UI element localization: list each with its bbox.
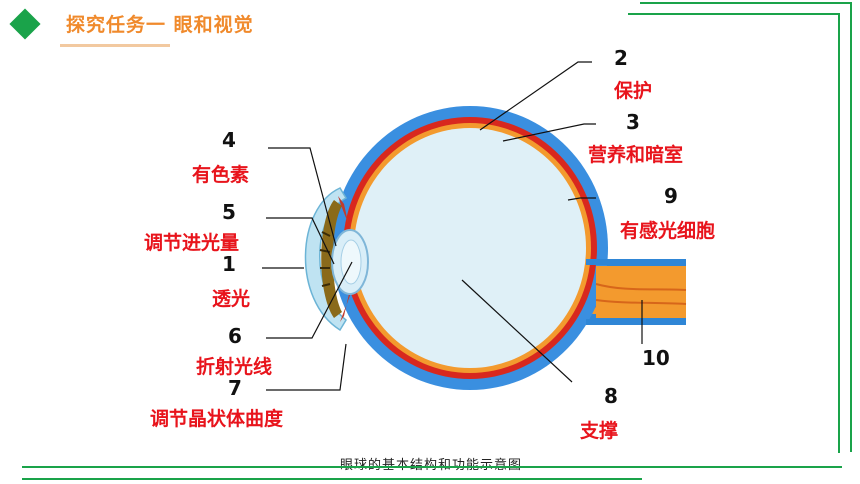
- leader-lines: [262, 61, 643, 391]
- callout-label: 折射光线: [196, 356, 273, 378]
- page-title: 探究任务一 眼和视觉: [66, 14, 254, 36]
- frame-line: [850, 2, 852, 452]
- callout-number: 10: [642, 346, 670, 370]
- callout-label: 支撑: [580, 420, 619, 442]
- callout-label: 有感光细胞: [620, 220, 716, 242]
- vitreous-body: [354, 128, 586, 368]
- optic-nerve-inner: [596, 266, 686, 318]
- callout-label: 有色素: [192, 164, 250, 186]
- callout-label: 透光: [212, 288, 251, 310]
- ciliary-body: [338, 196, 353, 240]
- callout-number: 6: [228, 324, 242, 348]
- footer-line: [22, 478, 642, 480]
- callout-number: 5: [222, 200, 236, 224]
- footer-line: [22, 466, 842, 468]
- diagram-caption: 眼球的基本结构和功能示意图: [340, 454, 522, 473]
- callout-number: 1: [222, 252, 236, 276]
- title-underline: [60, 44, 170, 47]
- callout-number: 8: [604, 384, 618, 408]
- callout-number: 3: [626, 110, 640, 134]
- frame-line: [628, 13, 838, 15]
- header: 探究任务一 眼和视觉: [0, 0, 860, 48]
- callout-label: 营养和暗室: [588, 144, 684, 166]
- callout-label: 调节晶状体曲度: [150, 408, 284, 430]
- callout-number: 4: [222, 128, 236, 152]
- callout-number: 9: [664, 184, 678, 208]
- frame-line: [640, 2, 850, 4]
- callout-number: 7: [228, 376, 242, 400]
- callout-label: 保护: [614, 80, 653, 102]
- callout-number: 2: [614, 46, 628, 70]
- callout-label: 调节进光量: [144, 232, 240, 254]
- frame-line: [838, 13, 840, 453]
